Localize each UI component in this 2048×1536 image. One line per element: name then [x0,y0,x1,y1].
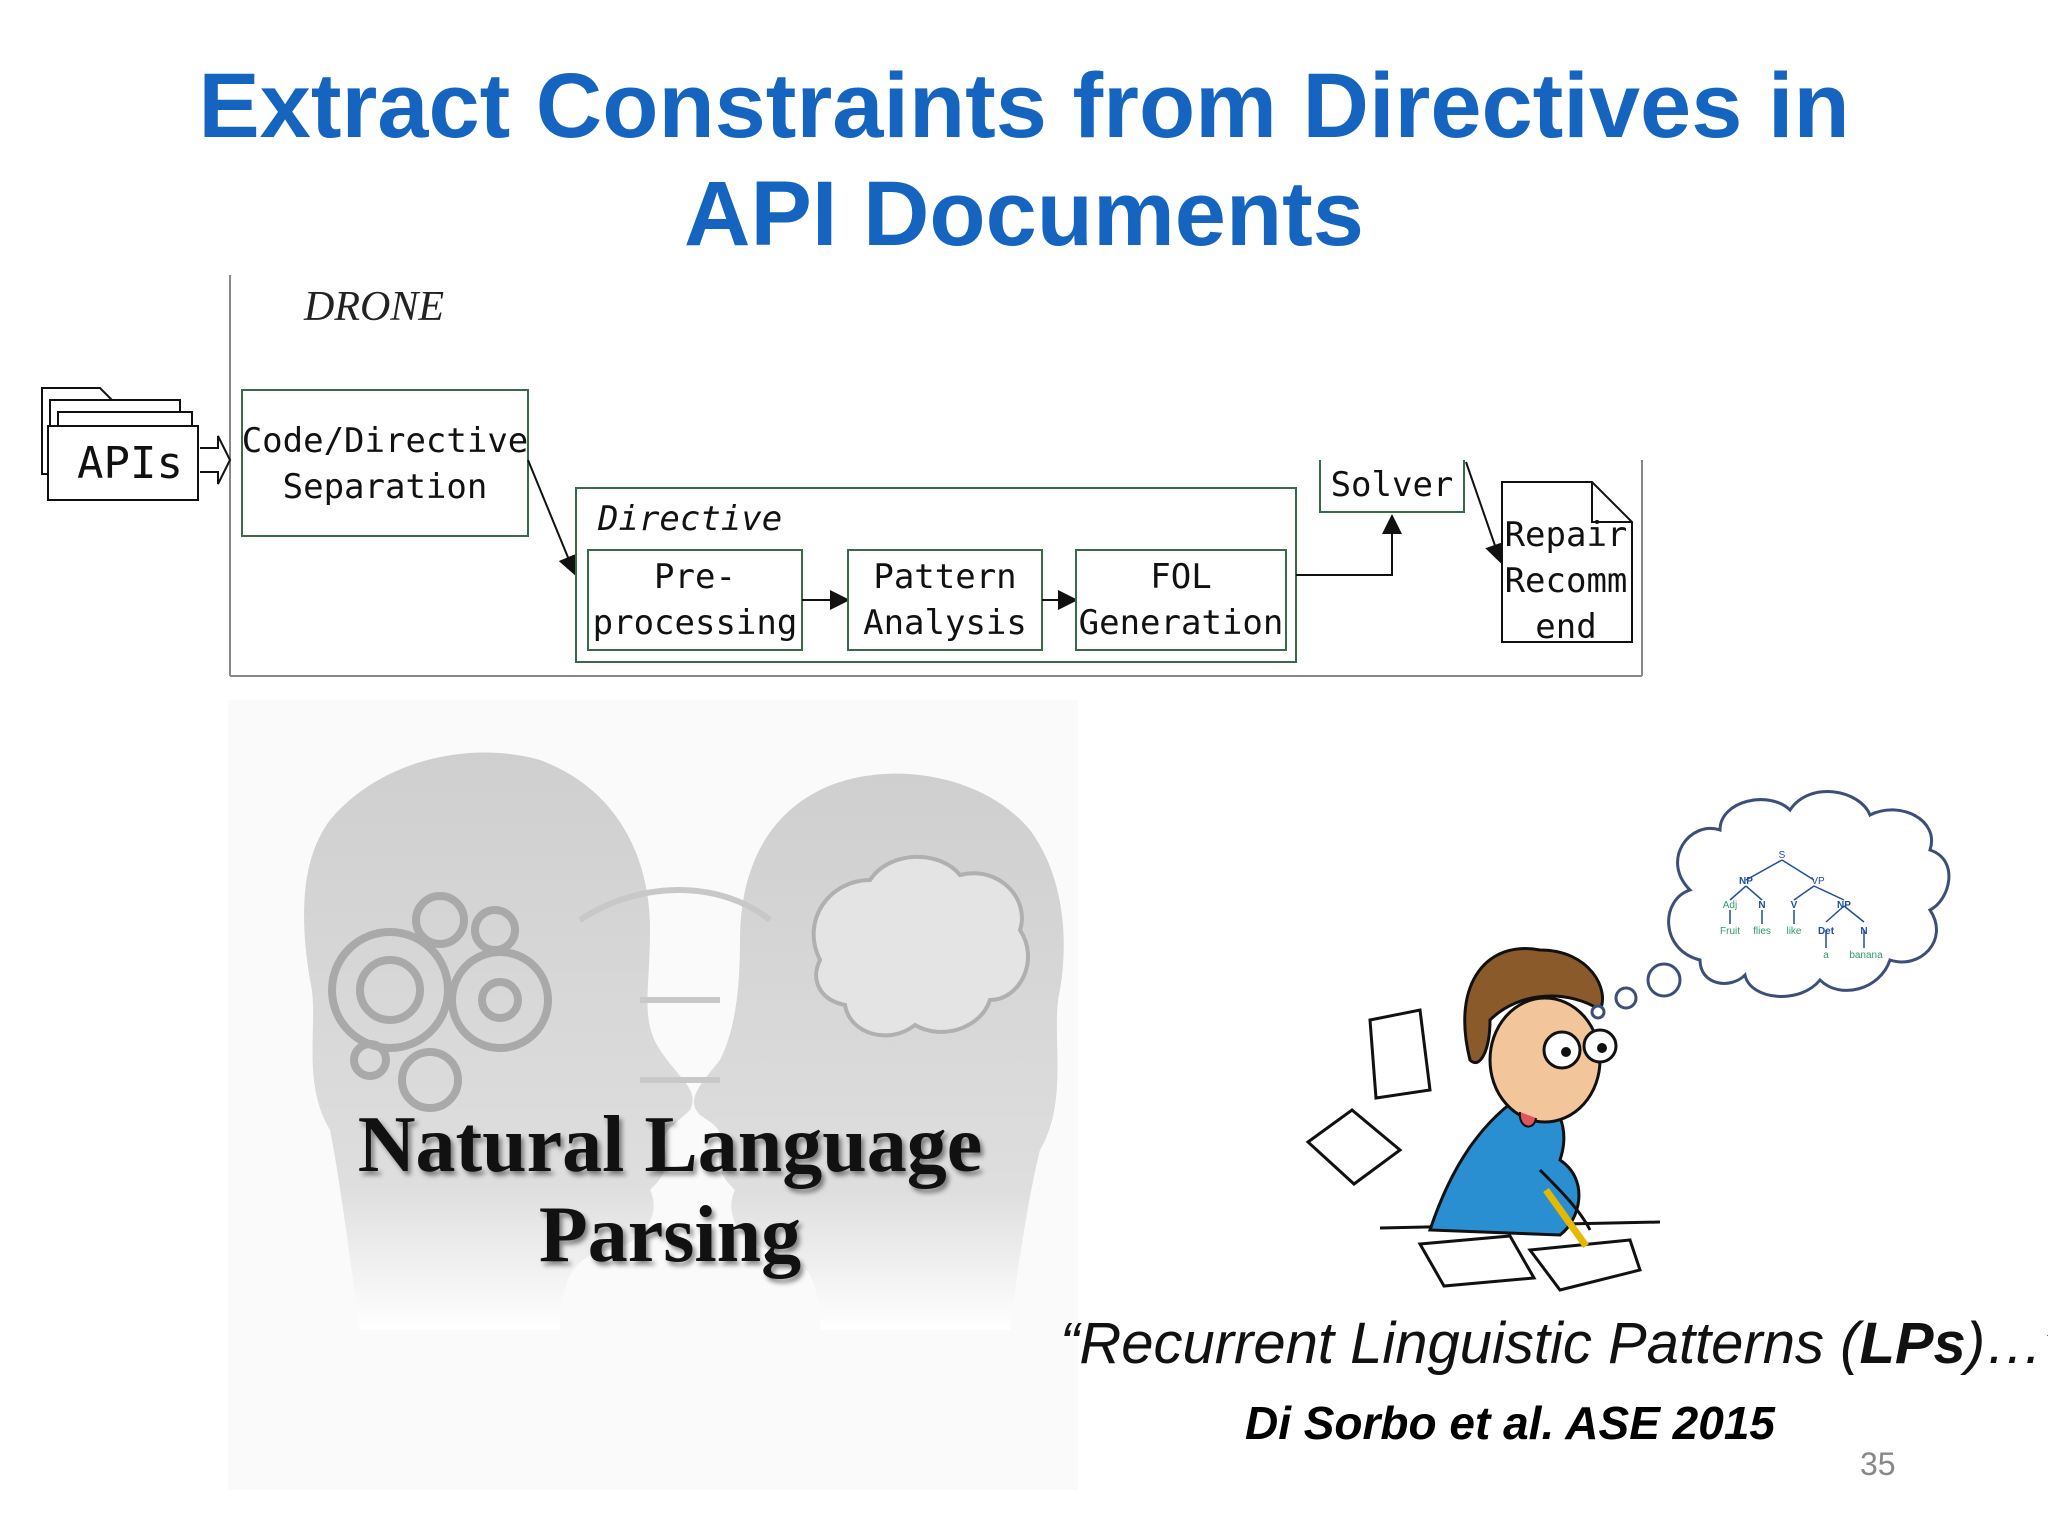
fol-generation-label-line-2: Generation [1079,603,1284,643]
apis-label: APIs [77,438,183,489]
exchange-arrows-icon [578,887,772,1083]
nlp-caption: Natural Language Parsing [300,1100,1040,1280]
repair-document-fold [1591,482,1632,523]
tree-node-adj: Adj [1723,900,1737,911]
fol-generation-label-line-1: FOL [1150,557,1211,597]
slide-title: Extract Constraints from Directives in A… [0,52,2048,268]
tree-word-like: like [1786,926,1801,937]
tree-node-np: NP [1739,876,1753,887]
tree-node-n2: N [1860,926,1867,937]
slide-title-line-1: Extract Constraints from Directives in [198,55,1850,157]
desk-paper-2 [1527,1238,1642,1292]
person-glasses-right [1582,1028,1618,1064]
slide-title-line-2: API Documents [684,163,1364,265]
person-glasses-left [1542,1030,1582,1070]
thought-dot-2 [1614,986,1638,1010]
separation-box [241,389,529,537]
separation-label-line-2: Separation [283,467,488,507]
pencil-icon [1543,1187,1589,1249]
tree-node-v: V [1791,900,1798,911]
pattern-analysis-label-line-2: Analysis [863,603,1027,643]
pattern-analysis-label-line-1: Pattern [873,557,1016,597]
quote: “Recurrent Linguistic Patterns (LPs)…” [1060,1310,2048,1377]
desk-paper-1 [1417,1234,1537,1288]
person-tongue [1518,1111,1537,1128]
directive-group-label: Directive [597,499,782,539]
preprocessing-label-line-2: processing [593,603,798,643]
separation-label-line-1: Code/Directive [242,421,529,461]
citation: Di Sorbo et al. ASE 2015 [1244,1397,1776,1449]
person-hair [1463,947,1604,1064]
tree-word-fruit: Fruit [1720,926,1740,937]
tree-node-n1: N [1758,900,1765,911]
solver-box [1319,460,1465,513]
nlp-caption-line-1: Natural Language [357,1101,983,1189]
solver-to-repair-arrow [1465,461,1505,564]
tree-node-s: S [1779,850,1786,861]
parse-tree [1729,859,1865,948]
person-shirt [1427,1088,1581,1237]
tree-node-vp: VP [1811,876,1825,887]
apis-arrow [200,435,232,485]
separation-to-directive-arrow [527,459,578,576]
thought-dot-1 [1590,1004,1606,1020]
repair-label-line-2: Recomm [1505,561,1628,601]
quote-close: )…” [1965,1311,2048,1376]
person-arm [1538,1168,1592,1231]
gears-icon [328,892,552,1112]
tree-word-a: a [1823,950,1829,961]
thought-dot-3 [1646,962,1682,998]
directive-to-solver-arrow [1296,514,1402,576]
nlp-caption-line-2: Parsing [538,1191,802,1279]
thought-cloud [1667,790,1951,998]
tree-node-np2: NP [1837,900,1851,911]
repair-label-line-3: end [1535,607,1596,647]
page-number: 35 [1860,1446,1896,1482]
preprocessing-label-line-1: Pre- [654,557,736,597]
drone-diagram: DRONE APIs Code/Directive Separation Dir… [41,275,1643,677]
tree-node-det: Det [1818,926,1835,937]
flying-paper-1 [1368,1008,1432,1100]
flying-paper-2 [1305,1108,1403,1186]
solver-label: Solver [1331,465,1454,505]
apis-documents-icon [41,387,199,501]
drone-label: DRONE [303,284,444,330]
repair-label-line-1: Repair [1505,515,1628,555]
person-face [1488,996,1602,1124]
quote-open: “Recurrent Linguistic Patterns ( [1060,1311,1860,1376]
quote-bold-lps: LPs [1859,1311,1966,1376]
brain-icon [811,854,1031,1038]
fol-generation-box [1075,549,1287,651]
pattern-analysis-box [847,549,1043,651]
desk-edge [1379,1220,1661,1230]
tree-word-flies: flies [1753,926,1771,937]
tree-word-banana: banana [1849,950,1883,961]
